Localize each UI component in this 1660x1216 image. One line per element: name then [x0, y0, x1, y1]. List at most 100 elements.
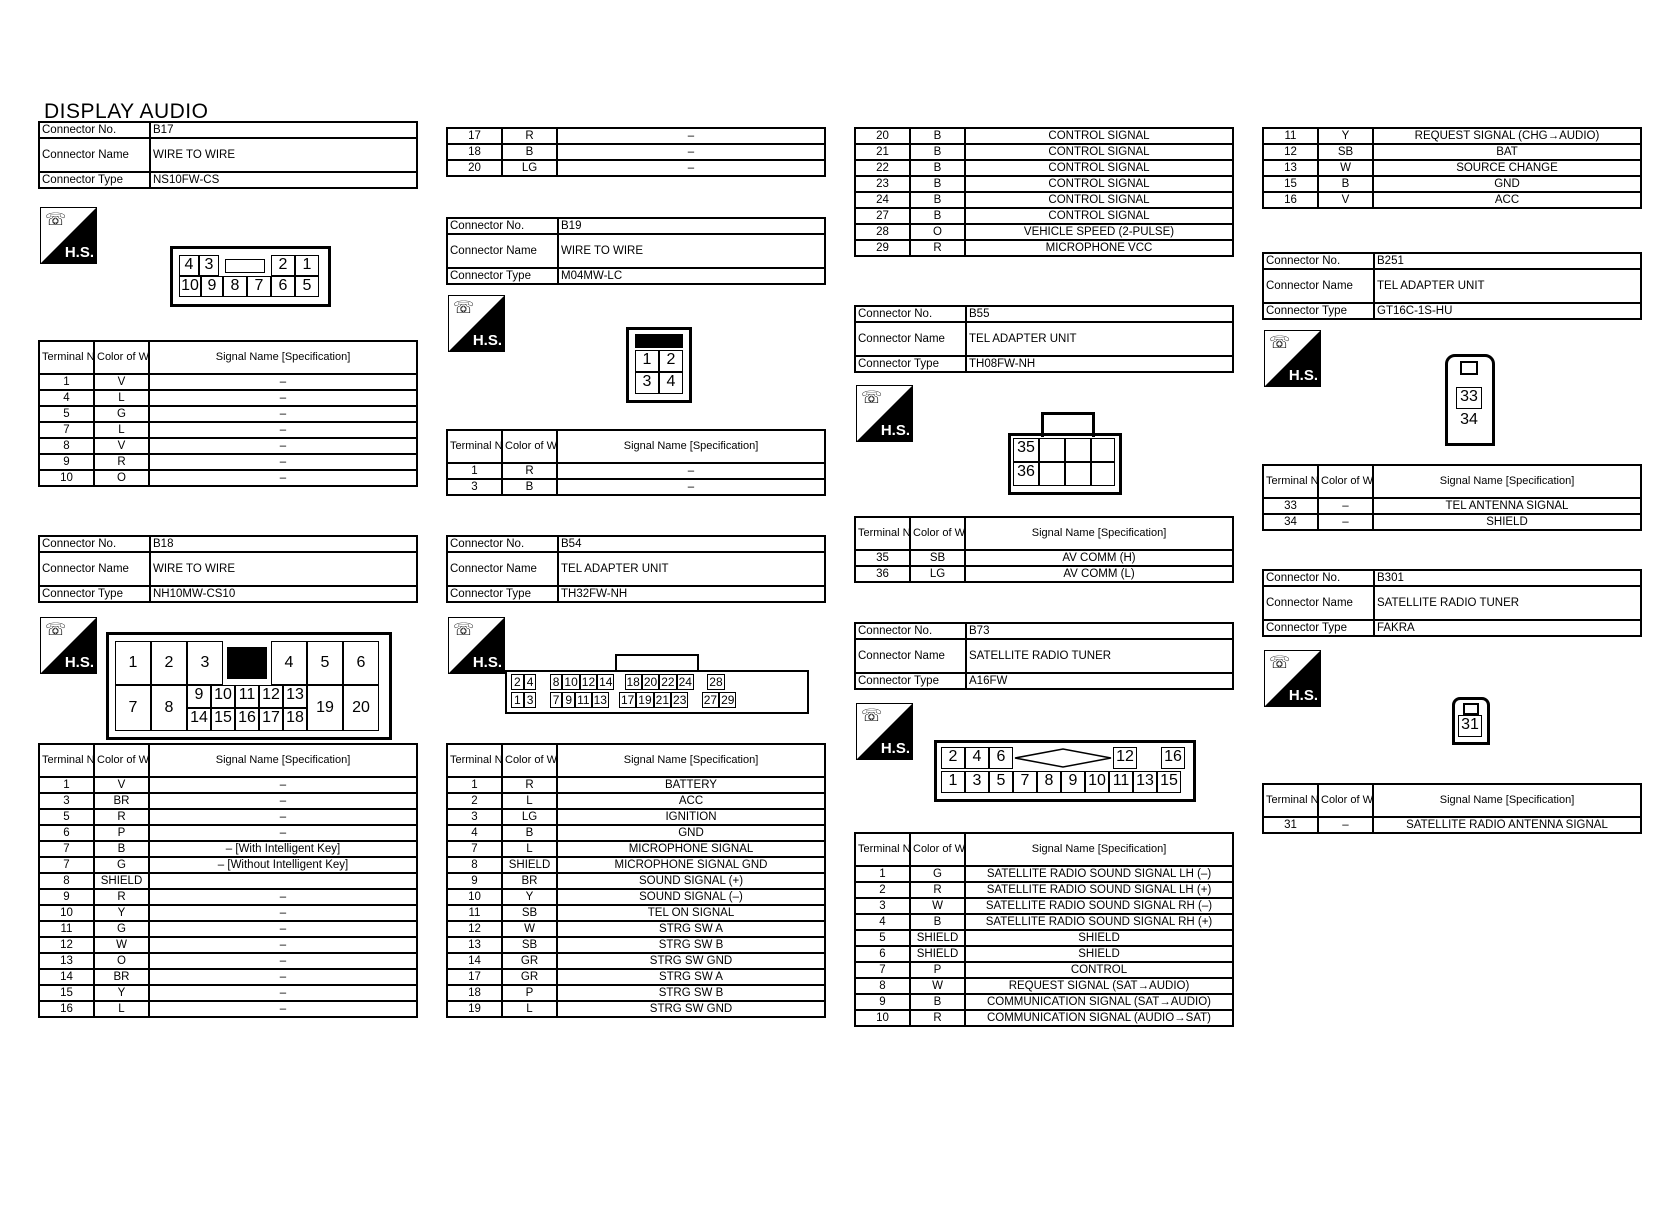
signal-name-cell: –: [148, 936, 418, 954]
wire-color-cell: B: [501, 478, 558, 496]
terminal-no-header: Terminal No.: [38, 743, 95, 778]
wire-color-cell: L: [93, 421, 150, 439]
terminal-no-cell: 11: [38, 920, 95, 938]
latch-slot: [225, 259, 265, 273]
signal-name-cell: ACC: [556, 792, 826, 810]
label-connector-no: Connector No.: [854, 622, 967, 640]
pin: 3: [199, 255, 219, 276]
terminal-no-cell: 10: [38, 469, 95, 487]
wire-color-cell: SB: [501, 904, 558, 922]
terminal-no-cell: 27: [854, 207, 911, 225]
wire-color-cell: B: [909, 207, 966, 225]
wire-color-cell: B: [909, 159, 966, 177]
signal-name-header: Signal Name [Specification]: [556, 743, 826, 778]
signal-name-cell: CONTROL SIGNAL: [964, 143, 1234, 161]
signal-name-cell: SATELLITE RADIO SOUND SIGNAL LH (+): [964, 881, 1234, 899]
label-connector-no: Connector No.: [854, 305, 967, 323]
label-connector-name: Connector Name: [446, 233, 559, 269]
signal-table-b73: Terminal No.Color of WireSignal Name [Sp…: [854, 832, 1234, 1027]
label-connector-no: Connector No.: [446, 217, 559, 235]
signal-name-cell: STRG SW GND: [556, 1000, 826, 1018]
terminal-no-cell: 23: [854, 175, 911, 193]
signal-name-cell: REQUEST SIGNAL (CHG→AUDIO): [1372, 127, 1642, 145]
signal-name-cell: VEHICLE SPEED (2-PULSE): [964, 223, 1234, 241]
wire-color-cell: W: [909, 977, 966, 995]
signal-name-cell: –: [148, 920, 418, 938]
pin: 2: [271, 255, 295, 276]
wire-color-cell: O: [93, 469, 150, 487]
terminal-no-cell: 8: [38, 872, 95, 890]
signal-name-cell: ACC: [1372, 191, 1642, 209]
terminal-no-cell: 3: [854, 897, 911, 915]
wire-color-cell: L: [501, 840, 558, 858]
signal-name-cell: STRG SW B: [556, 984, 826, 1002]
terminal-no-cell: 8: [446, 856, 503, 874]
wire-color-cell: B: [909, 191, 966, 209]
signal-name-cell: CONTROL: [964, 961, 1234, 979]
signal-name-header: Signal Name [Specification]: [964, 832, 1234, 867]
label-connector-type: Connector Type: [854, 672, 967, 690]
terminal-no-cell: 7: [38, 840, 95, 858]
label-connector-name: Connector Name: [854, 321, 967, 357]
signal-name-cell: CONTROL SIGNAL: [964, 175, 1234, 193]
terminal-no-cell: 22: [854, 159, 911, 177]
connector-type-value: TH08FW-NH: [965, 355, 1234, 373]
connector-name-value: TEL ADAPTER UNIT: [1373, 268, 1642, 304]
label-connector-name: Connector Name: [38, 551, 151, 587]
signal-name-cell: –: [148, 984, 418, 1002]
wire-color-cell: R: [501, 462, 558, 480]
wire-color-cell: R: [93, 888, 150, 906]
terminal-no-cell: 3: [38, 792, 95, 810]
terminal-no-cell: 17: [446, 127, 503, 145]
terminal-no-cell: 36: [854, 565, 911, 583]
terminal-no-cell: 1: [854, 865, 911, 883]
wire-color-cell: LG: [501, 159, 558, 177]
terminal-no-cell: 7: [446, 840, 503, 858]
terminal-no-cell: 4: [446, 824, 503, 842]
wire-color-cell: SHIELD: [501, 856, 558, 874]
wire-color-cell: O: [93, 952, 150, 970]
signal-name-cell: SOURCE CHANGE: [1372, 159, 1642, 177]
signal-name-cell: MICROPHONE SIGNAL: [556, 840, 826, 858]
label-connector-type: Connector Type: [38, 171, 151, 189]
connector-diagram-b17: 4 3 2 1 10 9 8 7 6 5: [170, 246, 331, 307]
terminal-no-cell: 5: [38, 808, 95, 826]
signal-name-cell: MICROPHONE VCC: [964, 239, 1234, 257]
wire-color-cell: B: [909, 127, 966, 145]
wire-color-cell: R: [501, 776, 558, 794]
wire-color-cell: B: [909, 913, 966, 931]
connector-type-value: A16FW: [965, 672, 1234, 690]
terminal-no-cell: 7: [854, 961, 911, 979]
terminal-no-cell: 12: [446, 920, 503, 938]
connector-no-value: B18: [149, 535, 418, 553]
wire-color-cell: Y: [1317, 127, 1374, 145]
wire-color-cell: R: [909, 881, 966, 899]
harness-side-icon: ☏H.S.: [448, 295, 505, 352]
wire-color-cell: GR: [501, 952, 558, 970]
signal-table-b54: Terminal No.Color of WireSignal Name [Sp…: [446, 743, 826, 1018]
terminal-no-cell: 24: [854, 191, 911, 209]
terminal-no-cell: 13: [446, 936, 503, 954]
harness-side-icon: ☏H.S.: [856, 703, 913, 760]
signal-name-cell: [148, 872, 418, 890]
